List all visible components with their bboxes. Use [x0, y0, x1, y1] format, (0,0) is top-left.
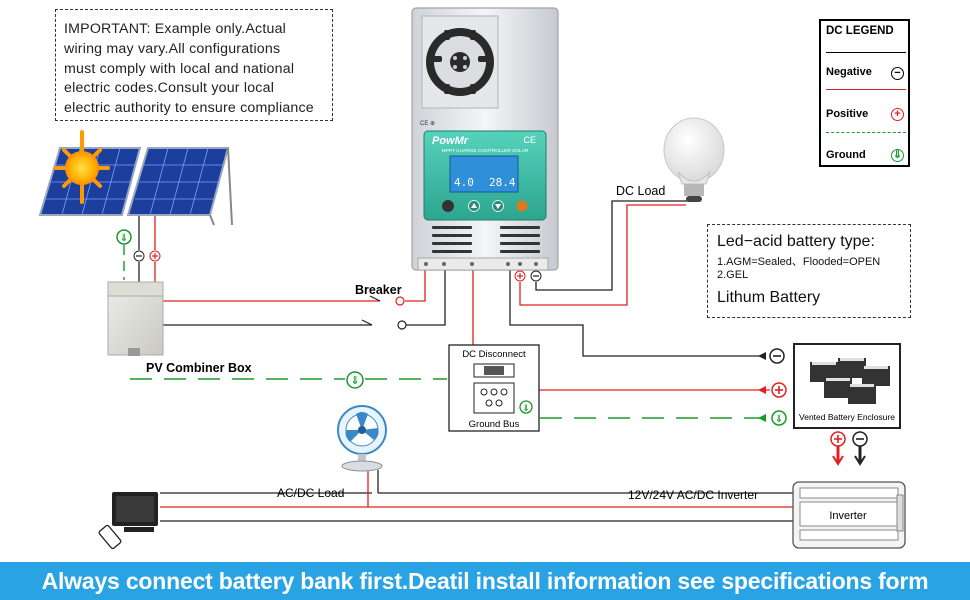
- dc-disconnect-box: [448, 344, 540, 432]
- tv-icon: [112, 492, 158, 532]
- notice-line: must comply with local and national: [64, 60, 295, 77]
- breaker-label: Breaker: [355, 283, 402, 297]
- negative-symbol-icon: [758, 348, 785, 364]
- legend-ground: Ground: [826, 149, 866, 161]
- switch-icon: [361, 295, 407, 330]
- controller-brand: PowMr: [432, 135, 469, 147]
- pv-combiner-box: [107, 281, 164, 356]
- ground-symbol-icon: ⇓: [519, 400, 533, 414]
- positive-symbol-icon: [830, 431, 846, 447]
- legend-negative: Negative: [826, 66, 872, 78]
- notice-line: IMPORTANT: Example only.Actual: [64, 21, 287, 37]
- positive-line: [826, 89, 906, 90]
- svg-text:⇓: ⇓: [120, 233, 128, 244]
- battery-enclosure: [793, 343, 901, 429]
- ce-small: CE ⊕: [420, 121, 435, 127]
- bottom-banner: Always connect battery bank first.Deatil…: [0, 562, 970, 600]
- svg-text:⇓: ⇓: [775, 414, 783, 425]
- controller-buttons: [442, 200, 528, 212]
- controller-subtitle: MPPT CHARGE CONTROLLER SOLAR: [442, 148, 529, 154]
- positive-symbol-icon: [514, 270, 526, 282]
- positive-symbol-icon: +: [891, 108, 904, 121]
- pv-combiner-label: PV Combiner Box: [146, 361, 252, 375]
- battery-icon: [810, 358, 890, 404]
- light-bulb-icon: [663, 117, 725, 202]
- dc-legend: DC LEGEND Negative − Positive + Ground ⇓: [819, 19, 910, 167]
- remote-icon: [98, 524, 122, 550]
- wires: [123, 200, 866, 522]
- positive-symbol-icon: [758, 382, 787, 398]
- battery-note-line1: 1.AGM=Sealed、Flooded=OPEN: [717, 256, 881, 268]
- negative-symbol-icon: [530, 270, 542, 282]
- ground-symbol-icon: ⇓: [758, 410, 787, 426]
- battery-enclosure-label: Vented Battery Enclosure: [799, 412, 895, 422]
- dc-disconnect-label: DC Disconnect: [462, 349, 526, 360]
- negative-line: [826, 52, 906, 53]
- notice-line: electric codes.Consult your local: [64, 80, 275, 97]
- lcd-left-value: 4.0: [454, 176, 474, 189]
- dc-load-label: DC Load: [616, 184, 665, 198]
- battery-note-heading: Led−acid battery type:: [717, 233, 875, 250]
- battery-type-note: Led−acid battery type: 1.AGM=Sealed、Floo…: [707, 224, 911, 318]
- ground-symbol-icon: ⇓: [116, 229, 132, 245]
- ac-dc-load-label: AC/DC Load: [277, 486, 344, 500]
- sun-icon: [54, 130, 110, 204]
- battery-note-lithium: Lithum Battery: [717, 289, 821, 306]
- legend-title: DC LEGEND: [826, 25, 894, 37]
- ground-line: [826, 132, 906, 133]
- negative-symbol-icon: [133, 250, 145, 262]
- fan-icon: [337, 405, 387, 472]
- positive-symbol-icon: [149, 250, 161, 262]
- ground-bus-label: Ground Bus: [469, 419, 520, 430]
- inverter-name: Inverter: [829, 510, 867, 522]
- ground-symbol-icon: ⇓: [346, 371, 364, 389]
- svg-text:⇓: ⇓: [350, 374, 359, 387]
- legend-positive: Positive: [826, 108, 869, 120]
- controller-ce: CE: [523, 135, 536, 145]
- notice-line: wiring may vary.All configurations: [64, 40, 281, 57]
- notice-line: electric authority to ensure compliance: [64, 100, 314, 117]
- lcd-right-value: 28.4: [489, 176, 516, 189]
- charge-controller: CE ⊕ PowMr CE MPPT CHARGE CONTROLLER SOL…: [411, 7, 559, 271]
- inverter-label: 12V/24V AC/DC Inverter: [628, 488, 758, 502]
- svg-text:⇓: ⇓: [522, 404, 530, 414]
- negative-symbol-icon: [852, 431, 868, 447]
- battery-note-line2: 2.GEL: [717, 269, 749, 281]
- inverter-box: [792, 481, 906, 549]
- ground-symbol-icon: ⇓: [891, 149, 904, 162]
- important-notice: IMPORTANT: Example only.Actual wiring ma…: [55, 9, 333, 121]
- negative-symbol-icon: −: [891, 67, 904, 80]
